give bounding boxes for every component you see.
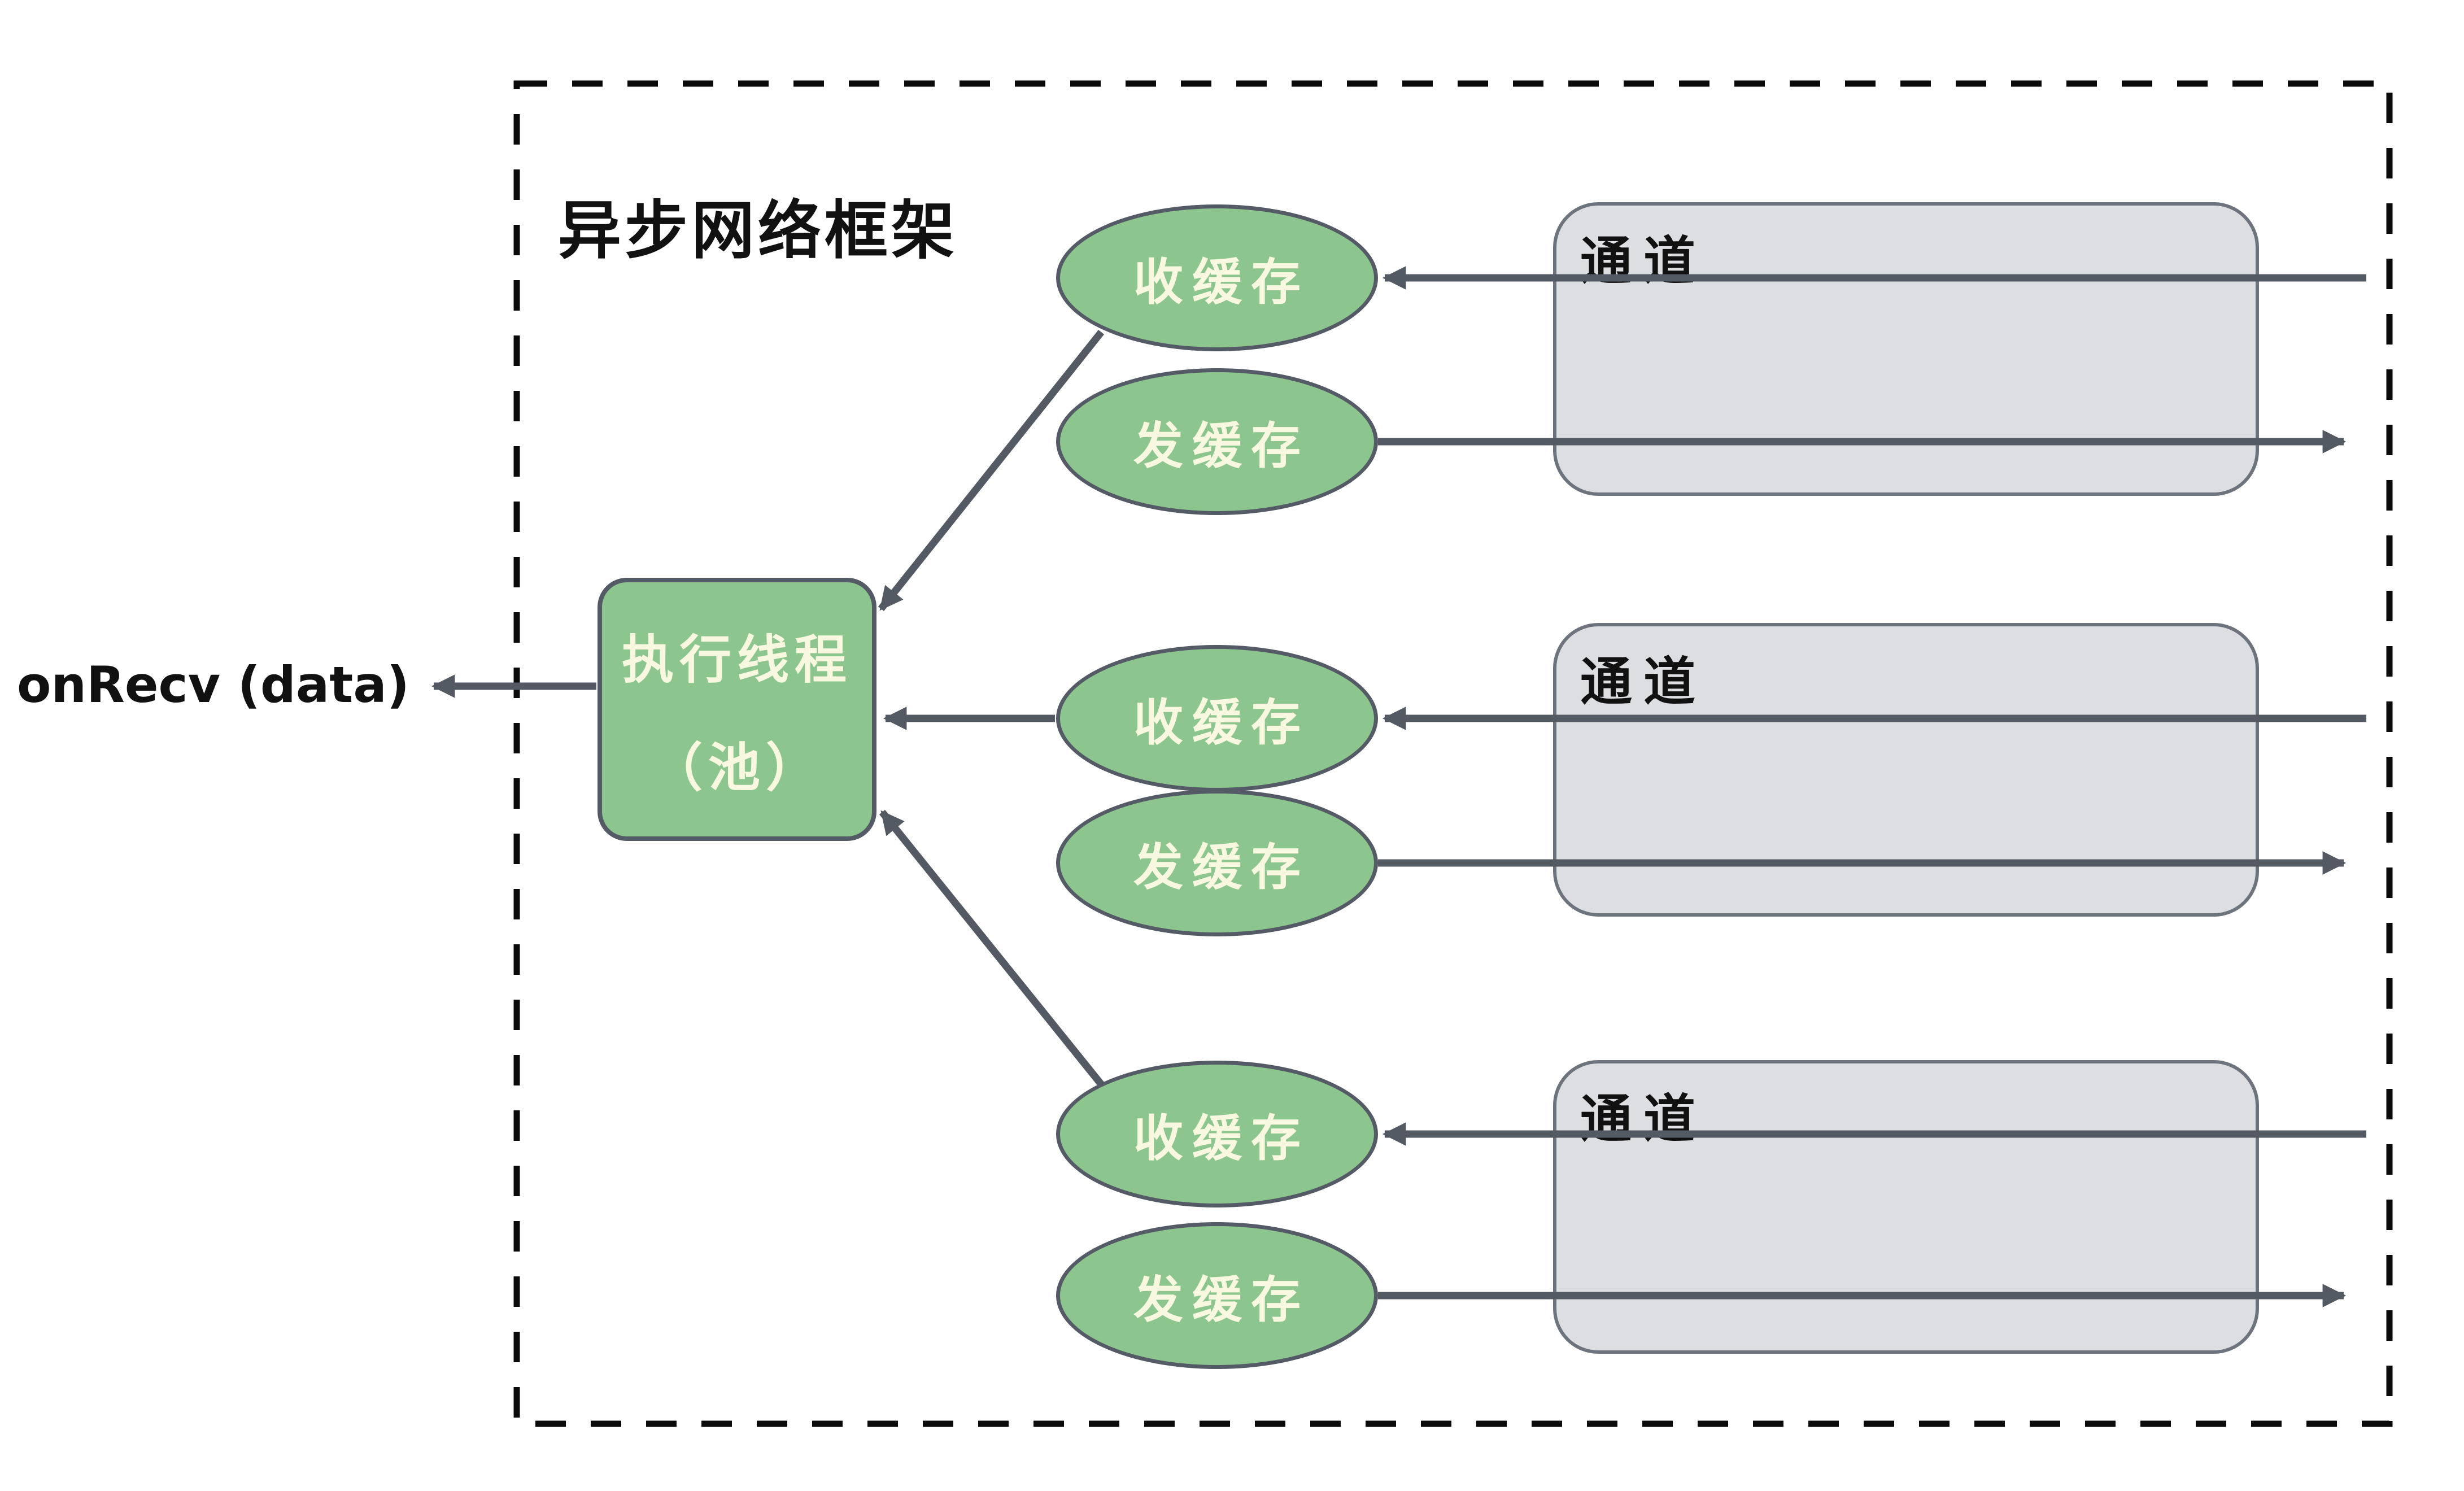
send-buffer-3-label: 发缓存 [1133, 1270, 1310, 1329]
send-buffer-node-3: 发缓存 [1056, 1222, 1378, 1369]
send-buffer-node-2: 发缓存 [1056, 790, 1378, 936]
recv-buffer-2-label: 收缓存 [1133, 693, 1310, 752]
recv-buffer-node-2: 收缓存 [1056, 645, 1378, 792]
arrow-recv3-to-threadpool [879, 809, 1105, 1087]
channel-box-3: 通道 [1553, 1060, 2259, 1354]
send-buffer-1-label: 发缓存 [1133, 416, 1310, 475]
channel-2-label: 通道 [1580, 652, 1707, 712]
recv-buffer-node-1: 收缓存 [1056, 204, 1378, 351]
channel-box-1: 通道 [1553, 202, 2259, 496]
send-buffer-node-1: 发缓存 [1056, 368, 1378, 515]
framework-title: 异步网络框架 [558, 194, 958, 268]
send-buffer-2-label: 发缓存 [1133, 838, 1310, 896]
arrow-recv1-to-threadpool [878, 329, 1105, 612]
recv-buffer-node-3: 收缓存 [1056, 1061, 1378, 1207]
thread-pool-label-line1: 执行线程 [621, 630, 852, 690]
thread-pool-node: 执行线程 （池） [598, 578, 876, 841]
thread-pool-label-line2: （池） [650, 738, 823, 798]
channel-box-2: 通道 [1553, 623, 2259, 917]
onrecv-callback-label: onRecv (data) [17, 656, 409, 714]
recv-buffer-3-label: 收缓存 [1133, 1109, 1310, 1167]
channel-3-label: 通道 [1580, 1089, 1707, 1149]
recv-buffer-1-label: 收缓存 [1133, 252, 1310, 311]
